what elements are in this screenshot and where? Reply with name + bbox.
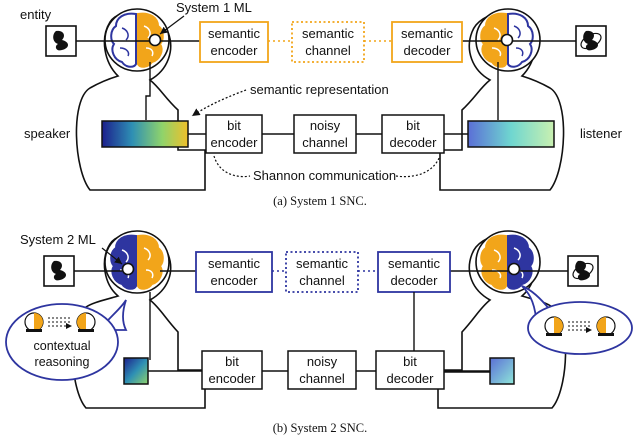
bit-encoder-label: bit (227, 118, 241, 133)
panel-b: semantic encoder semantic channel semant… (5, 230, 633, 435)
semantic-decoder-label: semantic (388, 256, 441, 271)
noisy-channel-box: noisy channel (287, 350, 357, 390)
bit-encoder-box: bit encoder (201, 350, 263, 390)
bit-encoder-box: bit encoder (205, 114, 263, 154)
half-circle-icon (544, 316, 564, 336)
panel-a: semantic encoder semantic channel semant… (20, 0, 623, 208)
speaker-label: speaker (24, 126, 71, 141)
entity-label: entity (20, 7, 52, 22)
bit-decoder-box: bit decoder (381, 114, 445, 154)
bit-decoder-label: bit (403, 354, 417, 369)
semantic-channel-label: channel (305, 43, 351, 58)
brain-icon (480, 12, 534, 68)
caption-b: (b) System 2 SNC. (273, 421, 367, 435)
system-label: System 1 ML (176, 0, 252, 15)
bit-decoder-box: bit decoder (375, 350, 445, 390)
contextual-reasoning-label: reasoning (35, 355, 90, 369)
brain-icon (110, 234, 164, 290)
caption-a: (a) System 1 SNC. (273, 194, 367, 208)
semantic-encoder-label: semantic (208, 256, 261, 271)
semantic-representation-square (123, 357, 149, 385)
half-circle-icon (76, 312, 96, 332)
semantic-encoder-label: encoder (211, 273, 259, 288)
semantic-channel-label: channel (299, 273, 345, 288)
bit-encoder-label: bit (225, 354, 239, 369)
semantic-encoder-box: semantic encoder (199, 21, 269, 63)
bit-decoder-label: decoder (390, 135, 438, 150)
semantic-representation-bar (101, 120, 189, 148)
listener-label: listener (580, 126, 623, 141)
semantic-encoder-label: semantic (208, 26, 261, 41)
bit-decoder-label: decoder (387, 371, 435, 386)
contextual-reasoning-bubble: contextual reasoning (5, 299, 128, 381)
bit-encoder-label: encoder (209, 371, 257, 386)
reconstructed-representation-square (489, 357, 515, 385)
semantic-channel-box: semantic channel (291, 21, 365, 63)
noisy-channel-label: noisy (307, 354, 338, 369)
semantic-channel-label: semantic (296, 256, 349, 271)
semantic-decoder-box: semantic decoder (391, 21, 463, 63)
noisy-channel-label: channel (302, 135, 348, 150)
entity-icon (45, 25, 77, 57)
semantic-representation-label: semantic representation (250, 82, 389, 97)
semantic-decoder-label: decoder (391, 273, 439, 288)
entity-icon (567, 255, 599, 287)
brain-icon (110, 12, 164, 68)
entity-icon (575, 25, 607, 57)
system-label: System 2 ML (20, 232, 96, 247)
shannon-communication-label: Shannon communication (253, 168, 396, 183)
semantic-encoder-box: semantic encoder (195, 251, 273, 293)
semantic-channel-box: semantic channel (285, 251, 359, 293)
semantic-decoder-box: semantic decoder (377, 251, 451, 293)
entity-icon (43, 255, 75, 287)
contextual-reasoning-label: contextual (34, 339, 91, 353)
half-circle-icon (24, 312, 44, 332)
bit-decoder-label: bit (406, 118, 420, 133)
listener-reasoning-bubble (521, 285, 633, 355)
noisy-channel-label: noisy (310, 118, 341, 133)
semantic-decoder-label: semantic (401, 26, 454, 41)
noisy-channel-label: channel (299, 371, 345, 386)
reconstructed-representation-bar (467, 120, 555, 148)
bit-encoder-label: encoder (211, 135, 259, 150)
brain-icon (480, 234, 534, 290)
semantic-encoder-label: encoder (211, 43, 259, 58)
semantic-decoder-label: decoder (404, 43, 452, 58)
semantic-channel-label: semantic (302, 26, 355, 41)
noisy-channel-box: noisy channel (293, 114, 357, 154)
half-circle-icon (596, 316, 616, 336)
